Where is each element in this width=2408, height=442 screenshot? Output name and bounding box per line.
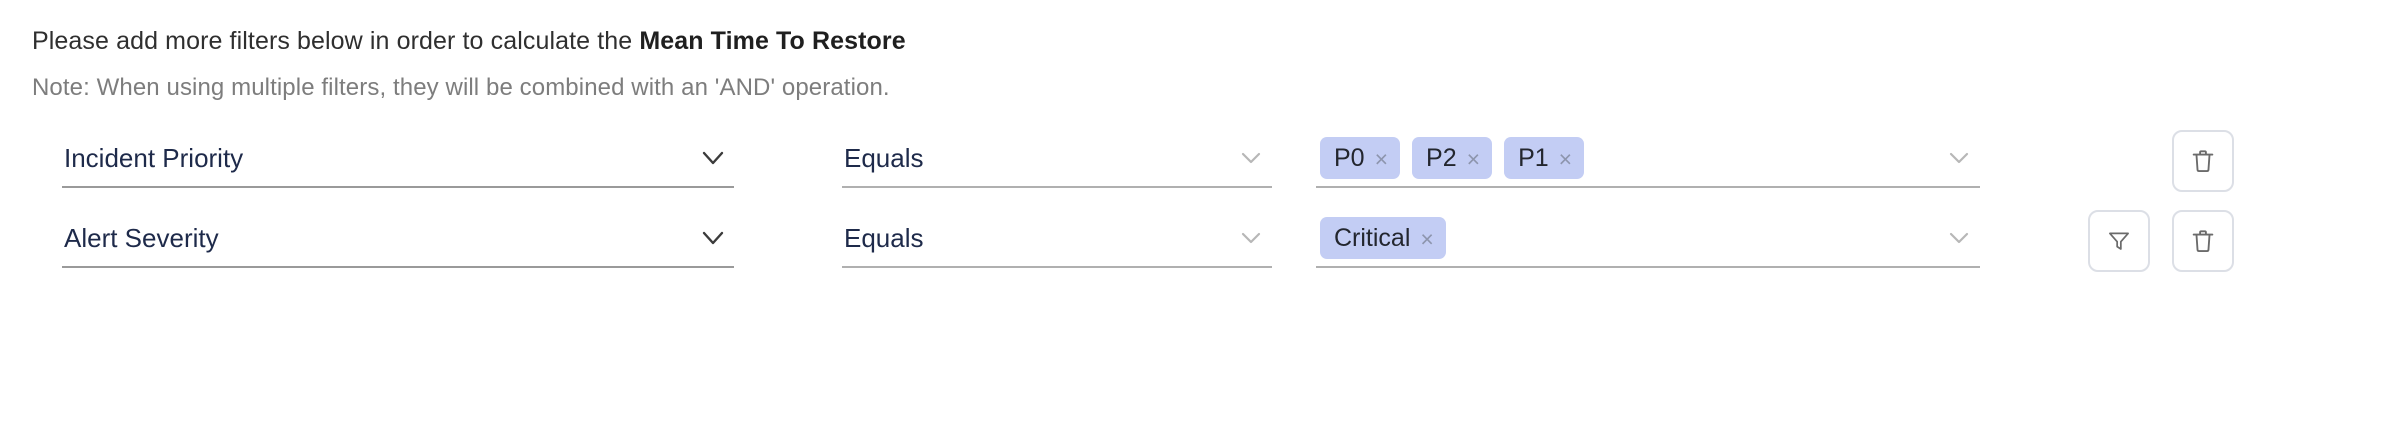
- filter-field-value: Incident Priority: [64, 143, 244, 173]
- filter-operator-select[interactable]: Equals: [842, 130, 1272, 188]
- filter-operator-cell: Equals: [842, 210, 1272, 268]
- chevron-down-icon[interactable]: [1942, 221, 1976, 255]
- value-chip-label: P2: [1426, 144, 1457, 172]
- filter-field-select[interactable]: Alert Severity: [62, 210, 734, 268]
- filter-value-cell: P0 × P2 × P1 ×: [1316, 130, 1980, 188]
- filter-row-actions: [2172, 130, 2408, 192]
- value-chip-label: P0: [1334, 144, 1365, 172]
- filter-value-select[interactable]: P0 × P2 × P1 ×: [1316, 130, 1980, 188]
- filter-field-cell: Incident Priority: [62, 130, 734, 188]
- close-icon[interactable]: ×: [1374, 145, 1389, 172]
- filter-field-value: Alert Severity: [64, 223, 219, 253]
- filter-operator-cell: Equals: [842, 130, 1272, 188]
- metric-name: Mean Time To Restore: [639, 27, 906, 55]
- value-chip-label: Critical: [1334, 224, 1411, 252]
- filter-value-chips: P0 × P2 × P1 ×: [1316, 137, 1942, 179]
- chevron-down-icon[interactable]: [1234, 221, 1268, 255]
- filter-field-select[interactable]: Incident Priority: [62, 130, 734, 188]
- filter-rows: Incident Priority Equals: [0, 130, 2408, 290]
- filter-operator-select[interactable]: Equals: [842, 210, 1272, 268]
- value-chip[interactable]: P1 ×: [1504, 137, 1585, 179]
- chevron-down-icon[interactable]: [696, 141, 730, 175]
- delete-filter-button[interactable]: [2172, 130, 2234, 192]
- filter-value-select[interactable]: Critical ×: [1316, 210, 1980, 268]
- filter-operator-value: Equals: [844, 223, 924, 253]
- value-chip[interactable]: P0 ×: [1320, 137, 1401, 179]
- instruction-prefix: Please add more filters below in order t…: [32, 27, 640, 55]
- chevron-down-icon[interactable]: [1234, 141, 1268, 175]
- filter-row-actions: [2088, 210, 2408, 272]
- filter-operator-value: Equals: [844, 143, 924, 173]
- value-chip[interactable]: Critical ×: [1320, 217, 1446, 259]
- close-icon[interactable]: ×: [1420, 225, 1434, 252]
- close-icon[interactable]: ×: [1466, 145, 1481, 172]
- filter-row: Incident Priority Equals: [0, 130, 2408, 210]
- filter-row: Alert Severity Equals: [0, 210, 2408, 290]
- filter-value-chips: Critical ×: [1316, 217, 1942, 259]
- note-text: Note: When using multiple filters, they …: [32, 74, 890, 101]
- close-icon[interactable]: ×: [1558, 145, 1573, 172]
- chevron-down-icon[interactable]: [1942, 141, 1976, 175]
- instruction-text: Please add more filters below in order t…: [32, 24, 2408, 58]
- delete-filter-button[interactable]: [2172, 210, 2234, 272]
- value-chip[interactable]: P2 ×: [1412, 137, 1493, 179]
- value-chip-label: P1: [1518, 144, 1549, 172]
- funnel-filter-button[interactable]: [2088, 210, 2150, 272]
- chevron-down-icon[interactable]: [696, 221, 730, 255]
- filter-value-cell: Critical ×: [1316, 210, 1980, 268]
- filter-field-cell: Alert Severity: [62, 210, 734, 268]
